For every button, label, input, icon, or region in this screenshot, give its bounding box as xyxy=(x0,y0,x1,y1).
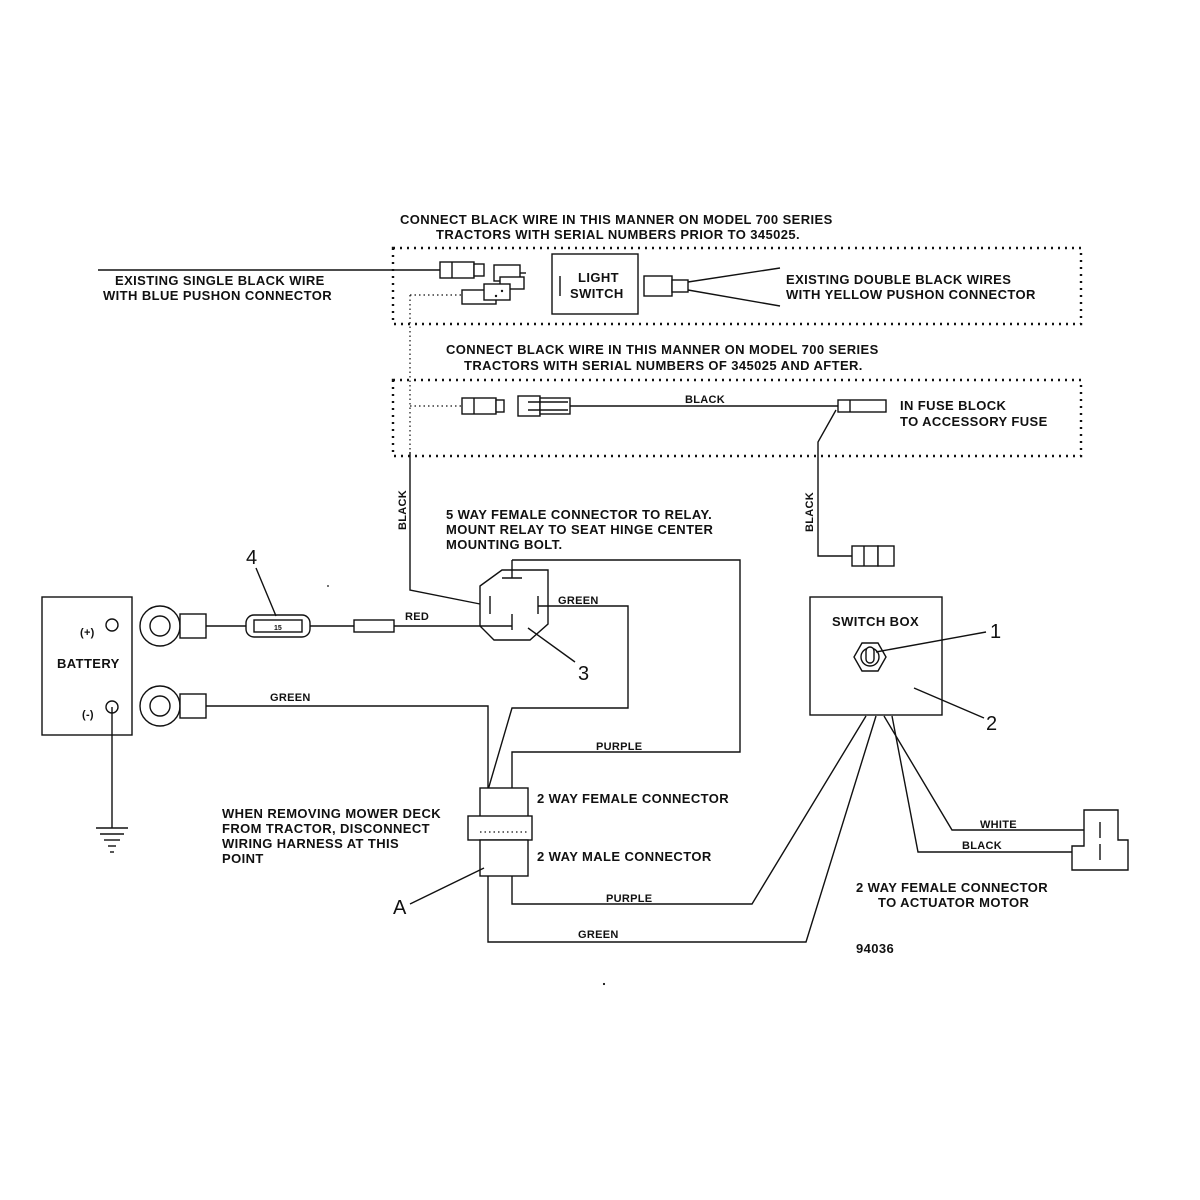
battery-label: BATTERY xyxy=(57,656,120,671)
negative-ring-terminal xyxy=(139,685,207,727)
battery-positive-label: (+) xyxy=(80,627,95,639)
battery-negative-label: (-) xyxy=(82,709,94,721)
drawing-number: 94036 xyxy=(856,941,894,956)
relay-black-wire xyxy=(409,452,481,605)
male-spade-connector xyxy=(517,395,571,417)
relay-green-wire-label: GREEN xyxy=(558,595,599,607)
callout-a-leader xyxy=(409,867,485,905)
positive-ring-terminal xyxy=(139,605,207,647)
inline-fuse-holder: 15 xyxy=(245,614,311,638)
callout-3: 3 xyxy=(578,663,589,685)
female-spade-connector xyxy=(461,397,505,415)
actuator-note-1: 2 WAY FEMALE CONNECTOR xyxy=(856,880,1048,895)
accessory-black-wire-label: BLACK xyxy=(804,492,816,532)
actuator-black-wire xyxy=(891,715,1100,853)
after-serial-box xyxy=(391,378,1083,458)
existing-double-wires xyxy=(687,267,781,307)
light-switch-label-2: SWITCH xyxy=(570,286,624,301)
fuse-block-wire-label: BLACK xyxy=(685,394,725,406)
red-wire-splice xyxy=(353,619,395,633)
switch-box: SWITCH BOX xyxy=(809,596,943,716)
lower-purple-wire xyxy=(511,715,867,905)
relay-purple-wire-label: PURPLE xyxy=(596,741,642,753)
callout-2-leader xyxy=(913,687,985,719)
existing-double-wire-label-2: WITH YELLOW PUSHON CONNECTOR xyxy=(786,287,1036,302)
relay-purple-wire xyxy=(511,559,741,790)
lower-green-wire-label: GREEN xyxy=(578,929,619,941)
remove-note-1: WHEN REMOVING MOWER DECK xyxy=(222,806,441,821)
accessory-loose-connector xyxy=(851,545,895,567)
callout-3-leader xyxy=(527,627,576,663)
stray-mark xyxy=(327,585,329,587)
battery-green-wire xyxy=(206,705,489,790)
callout-4: 4 xyxy=(246,547,257,569)
existing-double-wire-label-1: EXISTING DOUBLE BLACK WIRES xyxy=(786,272,1011,287)
fuse-block-terminal xyxy=(837,399,887,413)
relay-connector xyxy=(479,560,549,641)
prior-serial-box xyxy=(391,246,1083,326)
callout-4-leader xyxy=(255,567,277,617)
relay-note-2: MOUNT RELAY TO SEAT HINGE CENTER xyxy=(446,522,714,537)
red-wire-label: RED xyxy=(405,611,429,623)
relay-green-wire xyxy=(487,605,629,791)
lower-green-wire xyxy=(487,715,877,943)
battery: (+) (-) BATTERY xyxy=(41,596,133,736)
yellow-pushon-connector xyxy=(643,275,689,297)
relay-black-wire-label: BLACK xyxy=(397,490,409,530)
existing-single-wire-label-1: EXISTING SINGLE BLACK WIRE xyxy=(115,273,325,288)
stray-mark-2 xyxy=(602,982,606,986)
piggyback-connector xyxy=(461,264,526,305)
callout-a: A xyxy=(393,897,407,919)
blue-pushon-connector xyxy=(439,261,485,279)
actuator-connector xyxy=(1071,809,1129,871)
light-switch: LIGHT SWITCH xyxy=(551,253,639,315)
disconnect-connector-pair xyxy=(467,787,533,877)
white-wire-label: WHITE xyxy=(980,819,1017,831)
white-wire xyxy=(883,715,1100,831)
callout-1: 1 xyxy=(990,621,1001,643)
after-serial-note-2: TRACTORS WITH SERIAL NUMBERS OF 345025 A… xyxy=(464,358,863,373)
light-switch-label-1: LIGHT xyxy=(578,270,619,285)
fuse-block-label-1: IN FUSE BLOCK xyxy=(900,398,1007,413)
callout-2: 2 xyxy=(986,713,997,735)
prior-serial-note-2: TRACTORS WITH SERIAL NUMBERS PRIOR TO 34… xyxy=(436,227,800,242)
female-2way-label: 2 WAY FEMALE CONNECTOR xyxy=(537,791,729,806)
existing-single-wire-label-2: WITH BLUE PUSHON CONNECTOR xyxy=(103,288,332,303)
accessory-black-wire xyxy=(817,409,852,557)
actuator-note-2: TO ACTUATOR MOTOR xyxy=(878,895,1029,910)
switch-box-label: SWITCH BOX xyxy=(832,614,919,629)
after-serial-note-1: CONNECT BLACK WIRE IN THIS MANNER ON MOD… xyxy=(446,342,879,357)
remove-note-4: POINT xyxy=(222,851,264,866)
callout-1-leader xyxy=(875,631,987,653)
fuse-block-label-2: TO ACCESSORY FUSE xyxy=(900,414,1048,429)
battery-green-wire-label: GREEN xyxy=(270,692,311,704)
actuator-black-wire-label: BLACK xyxy=(962,840,1002,852)
lower-purple-wire-label: PURPLE xyxy=(606,893,652,905)
male-2way-label: 2 WAY MALE CONNECTOR xyxy=(537,849,712,864)
remove-note-3: WIRING HARNESS AT THIS xyxy=(222,836,399,851)
ground-symbol xyxy=(96,707,128,853)
relay-note-3: MOUNTING BOLT. xyxy=(446,537,563,552)
prior-serial-note-1: CONNECT BLACK WIRE IN THIS MANNER ON MOD… xyxy=(400,212,833,227)
fuse-rating: 15 xyxy=(274,625,282,632)
remove-note-2: FROM TRACTOR, DISCONNECT xyxy=(222,821,430,836)
relay-note-1: 5 WAY FEMALE CONNECTOR TO RELAY. xyxy=(446,507,712,522)
